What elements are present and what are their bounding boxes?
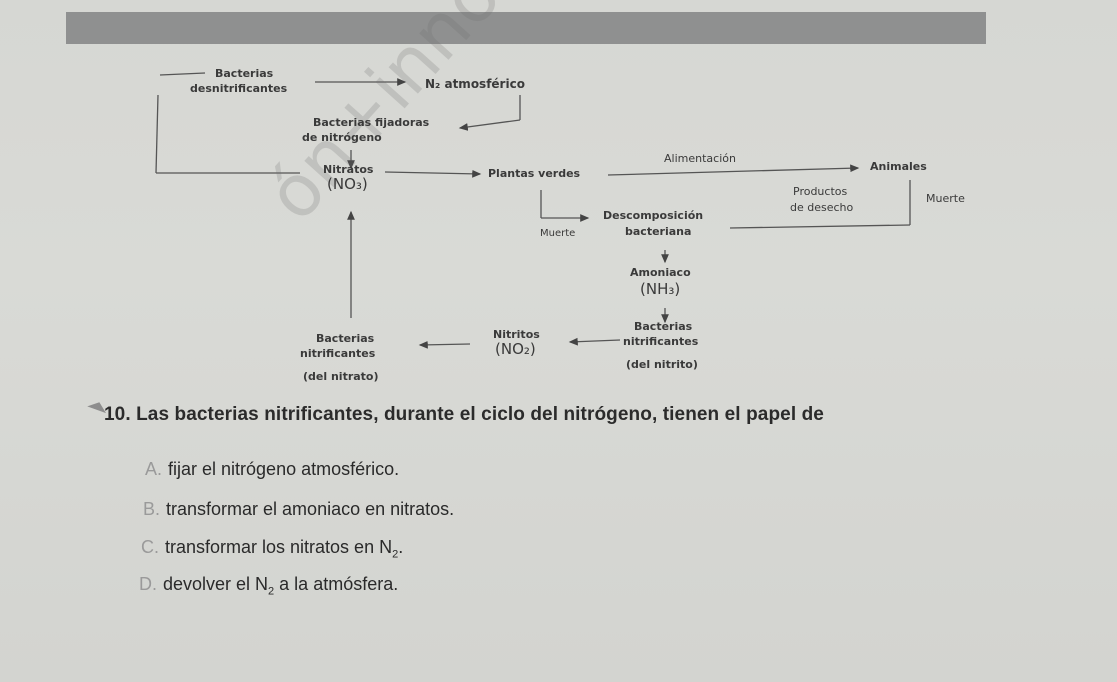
arrow-to-bact-nitrato	[418, 340, 471, 349]
option-d-end: a la atmósfera.	[274, 574, 399, 594]
option-c-letter: C.	[141, 537, 159, 557]
label-amoniaco: Amoniaco	[630, 266, 691, 279]
line-desnit-top	[159, 72, 206, 76]
line-animales-bottom	[729, 224, 911, 229]
label-bact-nitrito-3: (del nitrito)	[626, 358, 698, 371]
option-a-text: fijar el nitrógeno atmosférico.	[168, 459, 400, 479]
label-no3: (NO₃)	[327, 175, 368, 193]
line-left-loop	[155, 94, 159, 174]
label-descomposicion-2: bacteriana	[625, 225, 692, 238]
nitrogen-cycle-diagram: ón+innovació Bacterias desnitrificantes …	[155, 0, 965, 383]
label-descomposicion-1: Descomposición	[603, 209, 704, 222]
option-a-letter: A.	[145, 459, 163, 479]
label-alimentacion: Alimentación	[664, 152, 736, 165]
label-bact-nitrato-3: (del nitrato)	[303, 370, 379, 383]
label-n2-atmosferico: N₂ atmosférico	[425, 77, 525, 91]
option-b[interactable]: B.transformar el amoniaco en nitratos.	[143, 499, 454, 520]
diagram-lines	[155, 72, 911, 349]
label-bact-nitrato-2: nitrificantes	[300, 347, 376, 360]
label-bact-nitrato-1: Bacterias	[316, 332, 375, 345]
option-d[interactable]: D. devolver el N2 a la atmósfera.	[139, 574, 398, 598]
option-a[interactable]: A.fijar el nitrógeno atmosférico.	[145, 459, 399, 480]
option-c-end: .	[398, 537, 404, 557]
option-c[interactable]: C. transformar los nitratos en N2.	[141, 537, 403, 561]
top-bar	[66, 12, 986, 44]
option-b-text: transformar el amoniaco en nitratos.	[166, 499, 455, 519]
option-d-letter: D.	[139, 574, 157, 594]
label-no2: (NO₂)	[495, 340, 536, 358]
label-bact-nitrito-1: Bacterias	[634, 320, 693, 333]
label-muerte-plantas: Muerte	[540, 228, 576, 239]
label-bacterias-desnit-2: desnitrificantes	[190, 82, 288, 95]
option-c-sub: 2	[392, 548, 399, 561]
arrow-alimentacion	[607, 164, 860, 176]
arrow-to-nitritos	[568, 337, 621, 346]
label-nh3: (NH₃)	[640, 280, 681, 298]
arrow-to-plantas	[384, 169, 482, 178]
label-fijadoras-1: Bacterias fijadoras	[313, 116, 430, 129]
label-nitritos: Nitritos	[493, 328, 540, 341]
label-de-desecho: de desecho	[790, 201, 854, 214]
label-nitratos: Nitratos	[323, 163, 374, 176]
label-fijadoras-2: de nitrógeno	[302, 131, 382, 144]
label-bacterias-desnit-1: Bacterias	[215, 67, 274, 80]
label-plantas-verdes: Plantas verdes	[488, 167, 581, 180]
label-muerte-animales: Muerte	[926, 192, 965, 205]
label-bact-nitrito-2: nitrificantes	[623, 335, 699, 348]
option-d-text: devolver el N	[163, 574, 269, 594]
option-c-text: transformar los nitratos en N	[165, 537, 393, 557]
arrow-to-fijadoras	[458, 119, 521, 131]
option-d-sub: 2	[268, 585, 275, 598]
option-b-letter: B.	[143, 499, 161, 519]
label-animales: Animales	[870, 160, 927, 173]
label-productos: Productos	[793, 185, 848, 198]
question-text: 10. Las bacterias nitrificantes, durante…	[104, 404, 824, 425]
